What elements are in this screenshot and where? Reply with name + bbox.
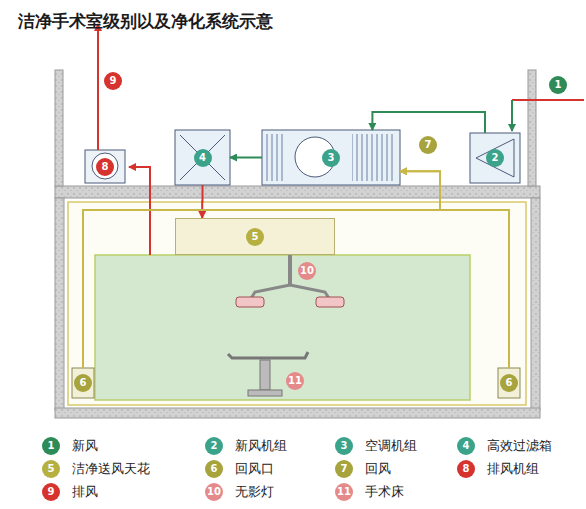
callout-number: 4: [194, 149, 212, 167]
legend-entry: 5 洁净送风天花: [42, 460, 150, 478]
hepa-filter-box: 4: [175, 130, 230, 185]
legend-text: 洁净送风天花: [72, 460, 150, 478]
air-duct-connector: [83, 171, 440, 368]
fresh-air-unit: 2: [470, 133, 520, 183]
legend-text: 排风: [72, 483, 98, 501]
legend-entry: 1 新风: [42, 437, 98, 455]
return-grille: 6: [72, 368, 94, 398]
legend-text: 无影灯: [235, 483, 274, 501]
callout-number: 6: [500, 374, 518, 392]
callout-number: 5: [246, 228, 264, 246]
callout-number: 2: [486, 149, 504, 167]
diagram-title: 洁净手术室级别以及净化系统示意: [18, 10, 273, 33]
callout-number: 9: [42, 483, 60, 501]
callout-number: 5: [42, 460, 60, 478]
callout-number: 3: [335, 437, 353, 455]
air-duct-connector: [201, 185, 203, 218]
callout-number: 6: [74, 374, 92, 392]
air-handling-unit: 3: [262, 130, 400, 185]
callout-number: 11: [335, 483, 353, 501]
legend-text: 排风机组: [487, 460, 539, 478]
callout-number: 8: [96, 158, 114, 176]
legend-text: 新风机组: [235, 437, 287, 455]
legend-entry: 3 空调机组: [335, 437, 417, 455]
callout-number: 10: [298, 262, 316, 280]
callout-number: 7: [335, 460, 353, 478]
legend-entry: 6 回风口: [205, 460, 274, 478]
callout-number: 4: [457, 437, 475, 455]
legend-entry: 10 无影灯: [205, 483, 274, 501]
callout-number: 1: [549, 76, 567, 94]
legend-text: 回风口: [235, 460, 274, 478]
legend-entry: 4 高效过滤箱: [457, 437, 552, 455]
callout-number: 3: [322, 149, 340, 167]
legend-entry: 11 手术床: [335, 483, 404, 501]
callout-number: 10: [205, 483, 223, 501]
callout-number: 2: [205, 437, 223, 455]
legend-entry: 7 回风: [335, 460, 391, 478]
air-duct-connector: [400, 171, 509, 368]
callout-number: 8: [457, 460, 475, 478]
legend-text: 高效过滤箱: [487, 437, 552, 455]
legend-text: 手术床: [365, 483, 404, 501]
air-duct-connector: [372, 112, 485, 133]
legend-entry: 2 新风机组: [205, 437, 287, 455]
callout-number: 6: [205, 460, 223, 478]
air-duct-connector: [230, 157, 262, 159]
callout-number: 7: [419, 136, 437, 154]
legend-entry: 9 排风: [42, 483, 98, 501]
legend-entry: 8 排风机组: [457, 460, 539, 478]
callout-number: 11: [286, 372, 304, 390]
return-grille: 6: [498, 368, 520, 398]
clean-supply-ceiling: 5: [175, 218, 335, 255]
legend-text: 空调机组: [365, 437, 417, 455]
callout-number: 9: [104, 72, 122, 90]
legend-text: 回风: [365, 460, 391, 478]
callout-number: 1: [42, 437, 60, 455]
exhaust-fan-unit: 8: [85, 150, 125, 183]
legend-text: 新风: [72, 437, 98, 455]
